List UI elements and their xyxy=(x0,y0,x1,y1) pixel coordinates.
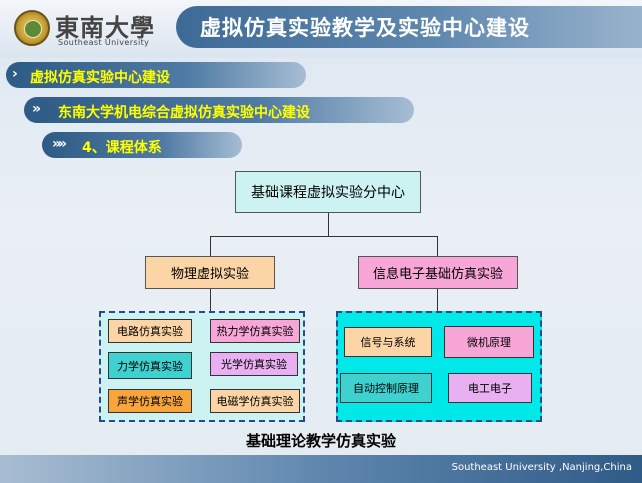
connector-horizontal xyxy=(210,236,438,237)
slide-title: 虚拟仿真实验教学及实验中心建设 xyxy=(200,16,530,40)
breadcrumb-level-2 xyxy=(24,97,414,123)
connector-left-down xyxy=(210,236,211,256)
experiment-item: 信号与系统 xyxy=(344,327,432,357)
university-seal-icon xyxy=(14,10,50,46)
experiment-item: 电路仿真实验 xyxy=(108,319,192,343)
connector-root-down xyxy=(328,213,329,237)
experiment-item: 光学仿真实验 xyxy=(210,352,298,376)
chevron-right-icon: › xyxy=(12,66,18,82)
experiment-item: 热力学仿真实验 xyxy=(210,319,300,343)
double-chevron-icon: » xyxy=(32,101,41,117)
slide-footer xyxy=(0,455,642,483)
experiment-item: 自动控制原理 xyxy=(340,373,432,403)
physics-node: 物理虚拟实验 xyxy=(145,256,275,289)
connector-right-group xyxy=(437,289,438,311)
experiment-item: 微机原理 xyxy=(444,326,534,358)
breadcrumb-level-3 xyxy=(42,132,242,158)
university-logo-subtitle: Southeast University xyxy=(58,38,150,47)
root-node: 基础课程虚拟实验分中心 xyxy=(235,171,421,213)
experiment-item: 力学仿真实验 xyxy=(108,352,192,379)
experiment-item: 声学仿真实验 xyxy=(108,389,192,413)
electronics-node: 信息电子基础仿真实验 xyxy=(358,256,518,289)
footer-text: Southeast University ,Nanjing,China xyxy=(451,462,632,473)
experiment-item: 电工电子 xyxy=(448,373,532,403)
breadcrumb-label-1: 虚拟仿真实验中心建设 xyxy=(30,70,170,86)
diagram-caption: 基础理论教学仿真实验 xyxy=(245,432,396,450)
triple-chevron-icon: »» xyxy=(52,136,67,152)
breadcrumb-label-2: 东南大学机电综合虚拟仿真实验中心建设 xyxy=(58,105,310,121)
breadcrumb-label-3: 4、课程体系 xyxy=(82,140,162,156)
title-bar xyxy=(176,6,642,48)
breadcrumb-level-1 xyxy=(6,62,306,88)
connector-right-down xyxy=(437,236,438,256)
experiment-item: 电磁学仿真实验 xyxy=(210,389,300,413)
university-logo-text: 東南大學 xyxy=(55,13,155,42)
connector-left-group xyxy=(210,289,211,311)
